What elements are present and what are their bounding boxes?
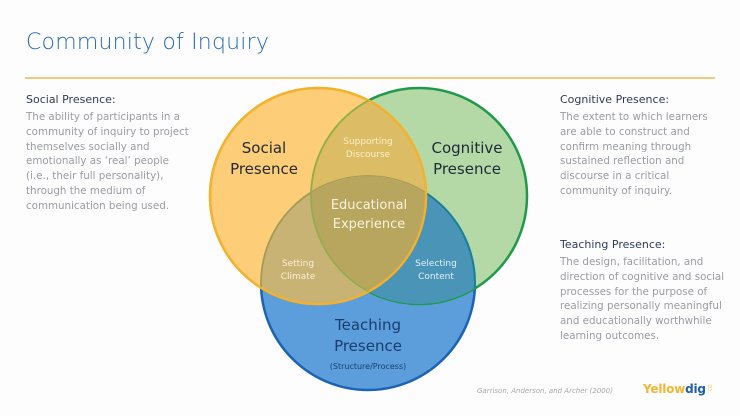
- cognitive-presence-heading: Cognitive Presence:: [560, 93, 670, 106]
- teaching-presence-heading: Teaching Presence:: [560, 238, 666, 251]
- logo-part-yellow: Yellow: [643, 382, 686, 396]
- social-outline: [208, 86, 428, 306]
- cognitive-presence-section: Cognitive Presence: The extent to which …: [560, 93, 725, 199]
- social-presence-section: Social Presence: The ability of particip…: [26, 93, 191, 214]
- title-divider: [25, 77, 715, 79]
- cognitive-presence-description: The extent to which learners are able to…: [560, 111, 708, 197]
- supporting-discourse-line2: Discourse: [346, 150, 391, 160]
- teaching-label-line1: Teaching: [334, 316, 401, 334]
- selecting-content-line2: Content: [418, 272, 454, 282]
- cognitive-inner-outline: [310, 88, 426, 304]
- social-label-line1: Social: [242, 139, 286, 157]
- educational-experience-line1: Educational: [331, 198, 407, 213]
- setting-climate-line2: Climate: [281, 272, 316, 282]
- logo-part-dig: dig: [685, 382, 706, 396]
- teaching-presence-description: The design, facilitation, and direction …: [560, 256, 725, 342]
- social-label-line2: Presence: [230, 160, 298, 178]
- selecting-content-line1: Selecting: [415, 259, 457, 269]
- supporting-discourse-line1: Supporting: [343, 137, 393, 147]
- yellowdig-logo: Yellowdig: [643, 382, 706, 396]
- page-number: 8: [707, 384, 713, 394]
- teaching-label-sub: (Structure/Process): [330, 362, 407, 371]
- cognitive-label-line2: Presence: [433, 160, 501, 178]
- cognitive-label-line1: Cognitive: [431, 139, 502, 157]
- page-title: Community of Inquiry: [26, 30, 270, 55]
- citation: Garrison, Anderson, and Archer (2000): [477, 387, 613, 395]
- setting-climate-line1: Setting: [282, 259, 314, 269]
- educational-experience-line2: Experience: [333, 217, 406, 232]
- social-presence-description: The ability of participants in a communi…: [26, 111, 189, 212]
- teaching-presence-section: Teaching Presence: The design, facilitat…: [560, 238, 730, 344]
- teaching-label-line2: Presence: [334, 337, 402, 355]
- social-presence-heading: Social Presence:: [26, 93, 116, 106]
